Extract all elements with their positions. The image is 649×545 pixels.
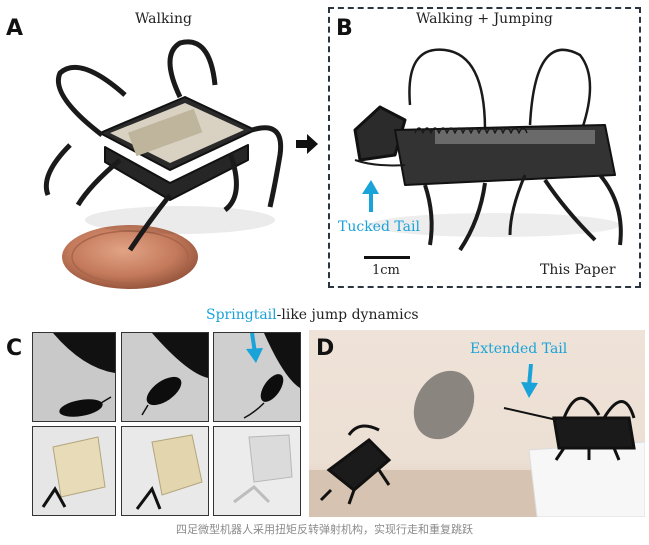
panel-a-title: Walking — [135, 11, 192, 27]
c-tile-bottom-3 — [213, 426, 301, 516]
credit-label: This Paper — [540, 262, 616, 278]
panel-c-heading-rest: -like jump dynamics — [276, 307, 419, 323]
c-tile-bottom-2 — [121, 426, 209, 516]
figure-caption: 四足微型机器人采用扭矩反转弹射机构，实现行走和重复跳跃 — [176, 523, 473, 536]
c-tile-top-3 — [213, 332, 301, 422]
panel-a-letter: A — [6, 16, 24, 41]
scale-bar-label: 1cm — [372, 263, 400, 278]
d-robot-start — [319, 424, 392, 505]
d-robot-motion-blur — [413, 370, 475, 440]
c-tile-top-1 — [32, 332, 116, 422]
scale-bar — [364, 256, 410, 259]
walking-robot — [43, 39, 284, 252]
panel-b-letter: B — [336, 16, 353, 41]
panel-c-heading: Springtail-like jump dynamics — [206, 308, 419, 322]
springtail-highlight: Springtail — [206, 307, 277, 323]
panel-d-photo — [309, 330, 645, 517]
c-tile-bottom-1 — [32, 426, 116, 516]
tucked-tail-arrow-icon — [362, 180, 379, 212]
panel-b-frame — [328, 7, 641, 288]
extended-tail-label: Extended Tail — [470, 341, 568, 357]
panel-c-letter: C — [6, 336, 23, 361]
tucked-tail-label: Tucked Tail — [338, 219, 420, 235]
arrow-right-icon — [296, 134, 318, 154]
jumping-robot — [353, 48, 623, 252]
panel-b-title: Walking + Jumping — [416, 11, 553, 27]
extended-tail-arrow-icon — [521, 364, 538, 398]
penny-coin — [62, 225, 198, 289]
d-robot-landed — [503, 396, 636, 461]
c-tile-top-2 — [121, 332, 209, 422]
panel-d-letter: D — [316, 336, 335, 361]
panel-b-robot-photo — [353, 48, 623, 252]
c-jump-arrow-icon — [246, 333, 263, 363]
panel-a-robot-photo — [43, 39, 284, 289]
